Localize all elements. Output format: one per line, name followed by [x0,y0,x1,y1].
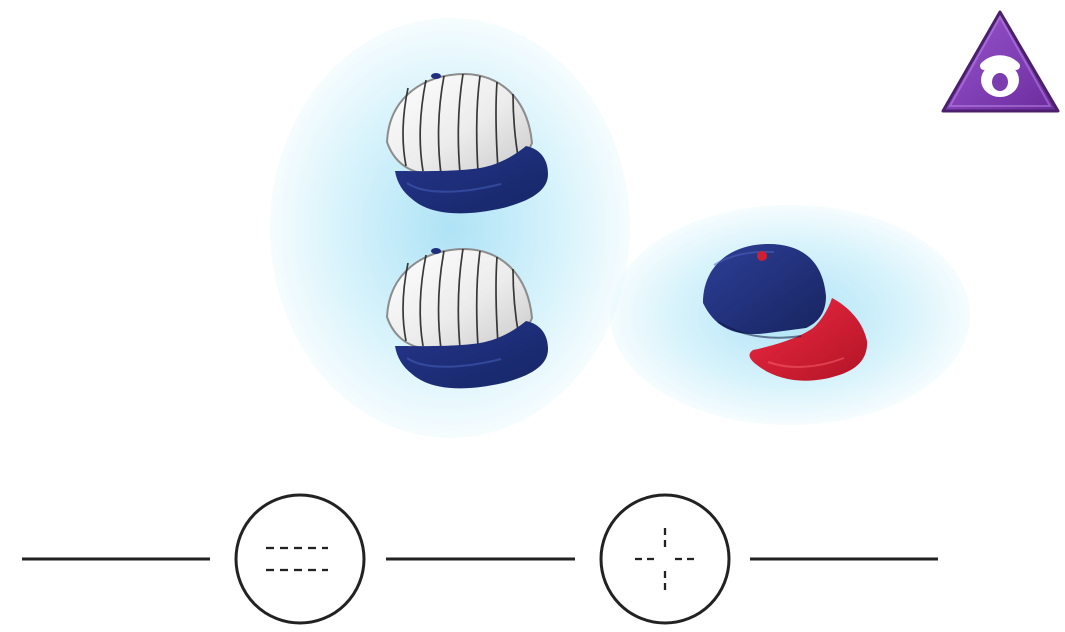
pinstripe-baseball-cap-icon [377,245,562,395]
operator-circle-equals [236,495,364,623]
purple-triangle-badge-icon [938,8,1063,116]
blue-red-baseball-cap-icon [695,238,880,393]
bottom-comparison-diagram [0,480,1065,630]
operator-circle-plus [601,495,729,623]
pinstripe-baseball-cap-icon [377,70,562,220]
